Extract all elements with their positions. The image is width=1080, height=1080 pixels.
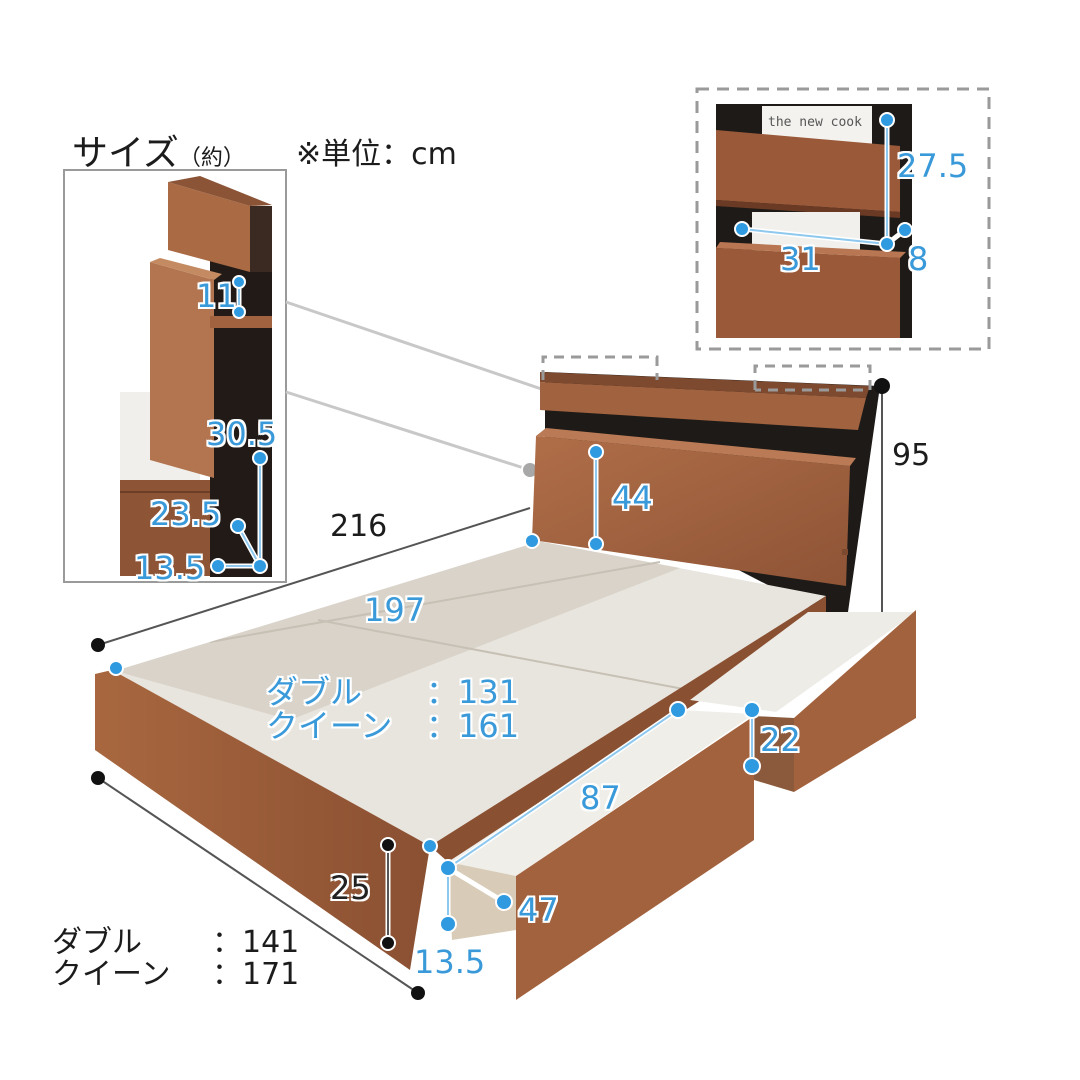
dim-mid: 23.5 bbox=[150, 495, 222, 533]
dim-bottom: 13.5 bbox=[134, 549, 206, 587]
title-text: サイズ bbox=[72, 133, 179, 174]
dim-headboard-height: 44 bbox=[612, 479, 653, 517]
dim-frame-height: 25 bbox=[330, 869, 371, 907]
dim-inner-length: 197 bbox=[364, 591, 426, 629]
dim-shelf-gap: 11 bbox=[196, 277, 237, 315]
dim-drawer-length: 87 bbox=[580, 779, 621, 817]
unit-note: ※単位：cm bbox=[296, 137, 457, 172]
dim-shelf-width: 31 bbox=[780, 240, 821, 278]
page-title: サイズ（約） bbox=[72, 136, 245, 172]
dim-drawer-width: 47 bbox=[518, 891, 559, 929]
row-value: 141 bbox=[242, 925, 300, 960]
row-value: 171 bbox=[242, 957, 300, 992]
inner-width-row-queen: クイーン ： 161 bbox=[266, 710, 519, 742]
inner-width-row-double: ダブル ： 131 bbox=[266, 676, 519, 708]
row-label: ダブル bbox=[266, 673, 363, 711]
row-sep: ： bbox=[212, 925, 242, 960]
dim-total-height: 95 bbox=[892, 438, 931, 473]
book-title: the new cook bbox=[768, 115, 862, 130]
outer-width-row-queen: クイーン ： 171 bbox=[52, 960, 299, 990]
inner-width-table: ダブル ： 131 クイーン ： 161 bbox=[266, 676, 519, 742]
row-sep: ： bbox=[426, 707, 459, 745]
row-label: クイーン bbox=[266, 707, 393, 745]
row-label: クイーン bbox=[52, 957, 171, 992]
dim-headboard-top: 30.5 bbox=[206, 415, 278, 453]
row-sep: ： bbox=[212, 957, 242, 992]
outer-width-row-double: ダブル ： 141 bbox=[52, 928, 299, 958]
dim-drawer-height: 22 bbox=[760, 721, 801, 759]
dim-shelf-depth: 8 bbox=[908, 240, 929, 278]
leader-line bbox=[285, 390, 531, 472]
outer-width-table: ダブル ： 141 クイーン ： 171 bbox=[52, 928, 299, 990]
row-value: 161 bbox=[458, 707, 520, 745]
dim-total-length: 216 bbox=[330, 509, 388, 544]
row-label: ダブル bbox=[52, 925, 142, 960]
highlight-boxes bbox=[541, 355, 872, 392]
row-value: 131 bbox=[458, 673, 520, 711]
dim-drawer-clearance: 13.5 bbox=[414, 943, 486, 981]
row-sep: ： bbox=[426, 673, 459, 711]
right-inset: the new cook bbox=[695, 87, 991, 351]
title-approx: （約） bbox=[178, 146, 245, 171]
dim-shelf-height: 27.5 bbox=[897, 147, 969, 185]
